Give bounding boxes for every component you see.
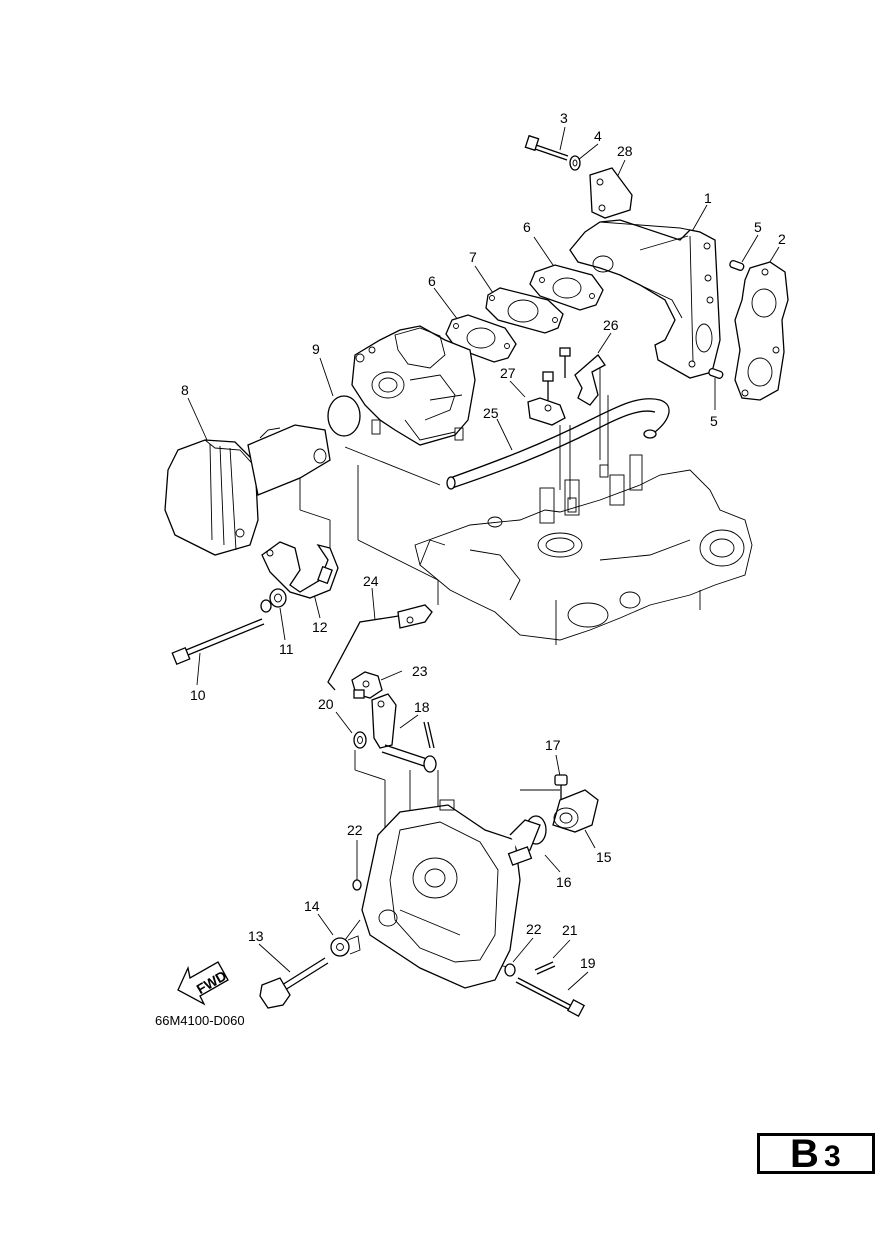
callout-11: 11 (279, 641, 294, 657)
leader-lines (187, 126, 780, 991)
part-15-hose-joint (552, 789, 599, 833)
callout-7: 7 (469, 249, 477, 265)
fwd-direction-arrow: FWD (177, 961, 229, 1006)
silencer-case (361, 799, 541, 989)
callout-22-left: 22 (347, 822, 363, 838)
callout-numbers: 3 4 28 1 5 2 5 6 7 6 26 9 27 8 25 24 12 … (181, 110, 786, 971)
callout-22-right: 22 (526, 921, 542, 937)
callout-8: 8 (181, 382, 189, 398)
callout-26: 26 (603, 317, 619, 333)
part-17-screw (554, 774, 568, 800)
part-12-bracket (261, 541, 339, 599)
callout-16: 16 (556, 874, 572, 890)
callout-1: 1 (704, 190, 712, 206)
page-badge: B 3 (757, 1132, 875, 1176)
callout-28: 28 (617, 143, 633, 159)
callout-12: 12 (312, 619, 328, 635)
carburetor-assembly (351, 325, 476, 446)
callout-23: 23 (412, 663, 428, 679)
callout-13: 13 (248, 928, 264, 944)
callout-18: 18 (414, 699, 430, 715)
part-9-o-ring (327, 395, 361, 437)
callout-25: 25 (483, 405, 499, 421)
callout-21: 21 (562, 922, 578, 938)
callout-27: 27 (500, 365, 516, 381)
part-5-dowel-pin-top (729, 259, 745, 271)
part-10-long-bolt (171, 618, 265, 666)
page-badge-number: 3 (824, 1140, 841, 1173)
callout-17: 17 (545, 737, 561, 753)
callout-9: 9 (312, 341, 320, 357)
part-22-washer-left (352, 879, 362, 891)
callout-6-lower: 6 (428, 273, 436, 289)
callout-2: 2 (778, 231, 786, 247)
part-14-retainer (330, 935, 361, 957)
part-24-link-rod (327, 604, 433, 691)
part-13-choke-knob (259, 957, 329, 1009)
callout-3: 3 (560, 110, 568, 126)
part-6-carb-gasket-upper (529, 264, 604, 311)
part-5-dowel-pin-bottom (708, 367, 724, 379)
callout-19: 19 (580, 955, 596, 971)
part-21-pin (534, 961, 556, 975)
part-4-washer (569, 155, 581, 171)
callout-4: 4 (594, 128, 602, 144)
part-26-clamp (559, 347, 606, 406)
part-8-intake-silencer (164, 424, 331, 556)
page-badge-letter: B (790, 1132, 819, 1176)
part-25-fuel-hose (446, 398, 670, 490)
callout-5-top: 5 (754, 219, 762, 235)
part-27-clip (527, 371, 566, 426)
callout-24: 24 (363, 573, 379, 589)
part-2-manifold-gasket (734, 261, 789, 401)
part-18-choke-lever (371, 693, 437, 773)
part-28-bracket (589, 167, 633, 219)
part-22-washer-right (504, 963, 516, 977)
callout-14: 14 (304, 898, 320, 914)
part-1-manifold (569, 219, 721, 379)
part-7-insulator (485, 287, 564, 334)
drawing-code: 66M4100-D060 (155, 1013, 245, 1028)
callout-10: 10 (190, 687, 206, 703)
callout-5-bottom: 5 (710, 413, 718, 429)
callout-15: 15 (596, 849, 612, 865)
callout-6-upper: 6 (523, 219, 531, 235)
part-3-bolt (524, 134, 569, 161)
part-11-grommet (260, 588, 287, 613)
part-20-washer (353, 731, 367, 749)
callout-20: 20 (318, 696, 334, 712)
part-23-joint (351, 671, 383, 699)
engine-block-reference (414, 454, 753, 641)
part-19-bolt (515, 977, 585, 1017)
